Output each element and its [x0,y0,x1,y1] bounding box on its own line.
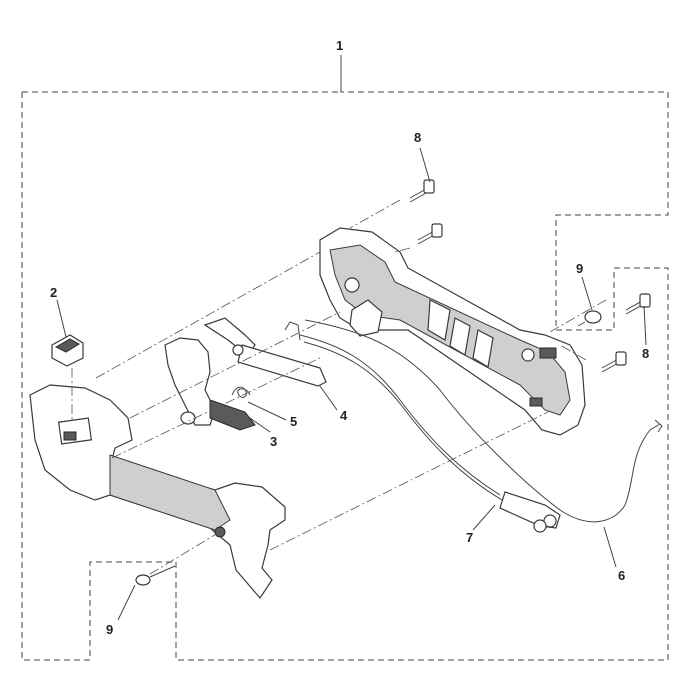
switch-part-2 [51,334,84,367]
callout-5: 5 [290,414,297,429]
screw-part-8-right-1 [625,293,651,315]
fastener-part-9-top [577,310,602,327]
screw-part-8-right-2 [601,351,627,373]
callout-2: 2 [50,285,57,300]
callout-8-right: 8 [642,346,649,361]
callout-4: 4 [340,408,348,423]
callout-1: 1 [336,38,343,53]
screw-part-8-top-2 [417,223,443,245]
wire-part-6 [304,319,663,523]
callout-8-top: 8 [414,130,421,145]
callout-9-bottom: 9 [106,622,113,637]
callout-7: 7 [466,530,473,545]
callout-9-top: 9 [576,261,583,276]
throttle-trigger-part-3 [164,337,256,431]
alignment-lines [71,199,607,575]
spring-part-5 [231,386,251,398]
cable-part-7 [284,321,561,533]
leader-lines [56,147,647,621]
upper-handle-half [319,227,586,436]
lever-part-4 [203,317,327,387]
callout-3: 3 [270,434,277,449]
lower-handle-half [29,384,286,599]
screw-part-8-top-1 [409,179,435,203]
fastener-part-9-bottom [135,565,176,586]
callout-6: 6 [618,568,625,583]
